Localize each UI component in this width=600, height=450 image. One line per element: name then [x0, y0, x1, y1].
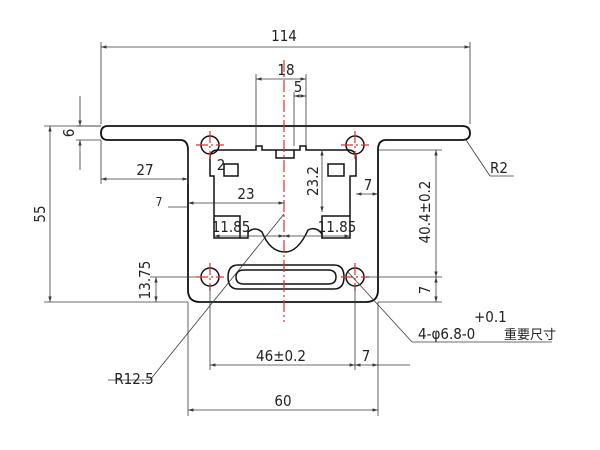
upper-left-notch [223, 163, 239, 177]
dim-height-55: 55 [31, 205, 49, 222]
dim-right-7-lower: 7 [416, 286, 434, 295]
profile-outline [100, 125, 471, 303]
lower-slot-inner [235, 269, 337, 285]
note-critical-dimension: 重要尺寸 [504, 327, 556, 343]
dim-cavity-height: 40.4±0.2 [416, 181, 434, 244]
dim-width-27: 27 [136, 161, 153, 179]
right-key-slot [321, 215, 350, 238]
notes: +0.1 4-φ6.8-0 重要尺寸 [418, 308, 556, 343]
dim-right-7-upper: 7 [364, 176, 373, 194]
note-hole-callout: 4-φ6.8-0 [418, 325, 475, 343]
dim-gap-2: 2 [217, 156, 226, 174]
upper-cavity [209, 145, 357, 253]
dim-11-85-left: 11.85 [212, 218, 251, 236]
dim-radius-r2: R2 [490, 159, 508, 177]
dim-height-13-75: 13.75 [136, 261, 154, 300]
dim-overall-width: 114 [271, 27, 297, 45]
dimension-labels: 114 18 5 6 27 2 23.2 23 7 7 40.4±0.2 11.… [31, 27, 508, 410]
upper-right-notch [327, 163, 345, 177]
dim-opening-5: 5 [294, 78, 303, 96]
dim-base-width: 60 [274, 392, 291, 410]
dim-11-85-right: 11.85 [318, 218, 357, 236]
dim-flange-thickness: 6 [60, 129, 78, 138]
dim-bottom-7: 7 [362, 347, 371, 365]
dimension-lines [44, 42, 552, 416]
dim-width-23: 23 [237, 185, 254, 203]
top-flange [100, 125, 471, 303]
dim-top-opening: 18 [277, 61, 294, 79]
dim-small-7-left: 7 [156, 195, 163, 209]
dim-hole-spacing: 46±0.2 [256, 347, 306, 365]
left-key-slot [214, 215, 241, 238]
dim-slot-23-2: 23.2 [304, 166, 322, 196]
center-key [275, 150, 295, 159]
lower-slot [227, 264, 345, 290]
dim-radius-r12-5: R12.5 [114, 370, 153, 388]
note-tolerance-plus: +0.1 [474, 308, 507, 326]
